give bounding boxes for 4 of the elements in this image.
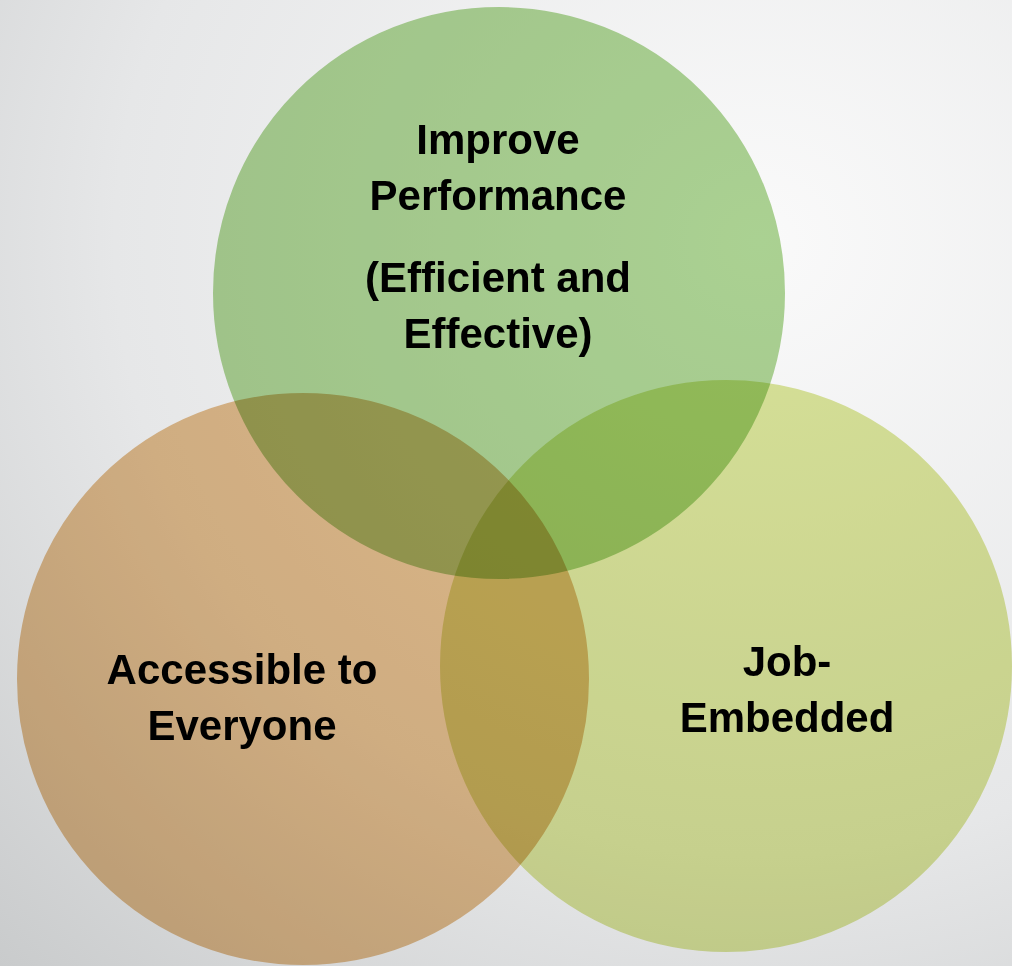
circle-label: Accessible to Everyone [105, 645, 379, 751]
circle-label: Job- Embedded [678, 637, 896, 743]
circle-label: Improve Performance [368, 115, 628, 221]
circle-label: (Efficient and Effective) [364, 253, 632, 359]
